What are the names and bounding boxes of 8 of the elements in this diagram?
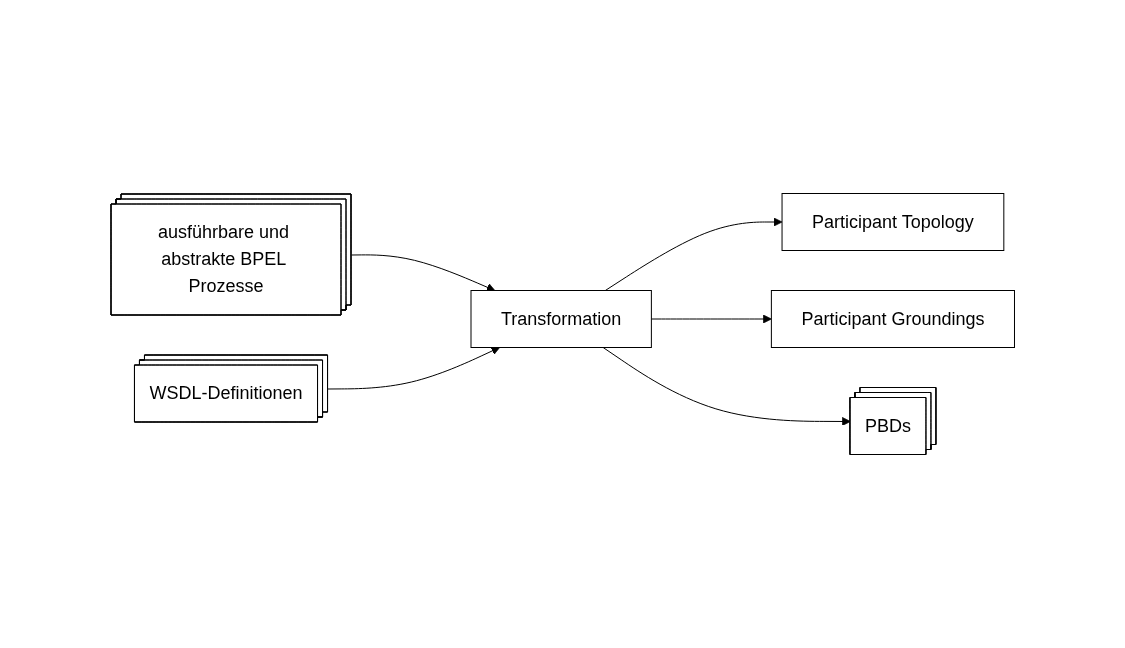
node-box: Participant Topology <box>781 193 1005 251</box>
node-box: Participant Groundings <box>770 290 1015 348</box>
arrow <box>327 346 500 390</box>
arrow <box>650 314 772 324</box>
arrow <box>602 347 851 426</box>
node-box: Transformation <box>470 290 652 348</box>
arrow <box>604 217 783 291</box>
arrow <box>350 254 495 292</box>
